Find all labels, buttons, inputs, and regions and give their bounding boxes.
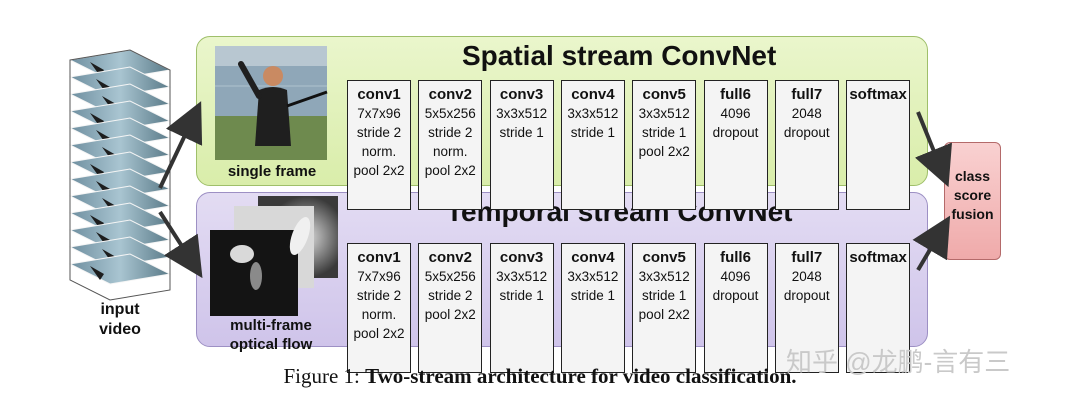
layer-name: full6 — [720, 86, 751, 103]
figure-label: Figure 1: — [283, 364, 366, 388]
layer-name: softmax — [849, 249, 907, 266]
layer-box-conv5: conv5 3x3x512 stride 1 pool 2x2 — [632, 243, 697, 373]
layer-box-conv2: conv2 5x5x256 stride 2 pool 2x2 — [418, 243, 483, 373]
layer-param: 3x3x512 — [496, 106, 548, 121]
layer-param: dropout — [783, 125, 830, 140]
layer-box-full7: full7 2048 dropout — [774, 243, 839, 373]
layer-param: 4096 — [720, 269, 751, 284]
layer-param: norm. — [361, 144, 397, 159]
layer-box-softmax: softmax — [846, 80, 911, 210]
class-score-fusion-box: class score fusion — [944, 142, 1001, 260]
layer-param: stride 1 — [642, 125, 687, 140]
layer-box-conv5: conv5 3x3x512 stride 1 pool 2x2 — [632, 80, 697, 210]
layer-param: 3x3x512 — [496, 269, 548, 284]
input-video-stack-icon — [68, 49, 172, 301]
layer-param: 3x3x512 — [638, 269, 690, 284]
layer-param: 7x7x96 — [357, 106, 401, 121]
layer-box-conv3: conv3 3x3x512 stride 1 — [489, 80, 554, 210]
figure-title: Two-stream architecture for video classi… — [365, 364, 797, 388]
layer-param: pool 2x2 — [638, 307, 690, 322]
layer-param: dropout — [712, 288, 759, 303]
layer-box-softmax: softmax — [846, 243, 911, 373]
layer-param: stride 2 — [428, 125, 473, 140]
layer-name: conv4 — [571, 86, 615, 103]
layer-name: conv3 — [499, 86, 544, 103]
layer-name: conv3 — [499, 249, 544, 266]
layer-param: stride 2 — [356, 125, 402, 140]
layer-name: conv5 — [642, 249, 686, 266]
layer-param: 3x3x512 — [638, 106, 690, 121]
layer-param: pool 2x2 — [353, 326, 405, 341]
layer-param: stride 1 — [570, 288, 616, 303]
layer-param: pool 2x2 — [353, 163, 405, 178]
layer-param: 2048 — [791, 106, 822, 121]
video-label-line: video — [99, 321, 141, 338]
layer-param: stride 1 — [642, 288, 687, 303]
layer-param: 3x3x512 — [567, 106, 619, 121]
spatial-stream-title: Spatial stream ConvNet — [462, 40, 777, 71]
layer-param: 5x5x256 — [424, 269, 476, 284]
layer-box-conv1: conv1 7x7x96 stride 2 norm. pool 2x2 — [347, 80, 411, 210]
layer-box-conv4: conv4 3x3x512 stride 1 — [560, 80, 625, 210]
layer-name: conv5 — [642, 86, 686, 103]
layer-name: conv2 — [428, 249, 472, 266]
layer-name: full6 — [720, 249, 751, 266]
layer-param: stride 1 — [499, 125, 544, 140]
layer-box-full7: full7 2048 dropout — [774, 80, 839, 210]
layer-param: 3x3x512 — [567, 269, 619, 284]
input-video-label: input video — [84, 300, 156, 340]
layer-box-conv2: conv2 5x5x256 stride 2 norm. pool 2x2 — [418, 80, 483, 210]
video-frame-figure-icon — [90, 266, 104, 280]
layer-param: norm. — [361, 307, 397, 322]
layer-param: dropout — [712, 125, 759, 140]
layer-param: stride 1 — [570, 125, 616, 140]
video-label-line: input — [100, 301, 140, 318]
layer-name: conv1 — [357, 86, 401, 103]
layer-name: conv1 — [357, 249, 401, 266]
layer-param: dropout — [783, 288, 830, 303]
layer-box-full6: full6 4096 dropout — [703, 80, 768, 210]
layer-param: 5x5x256 — [424, 106, 476, 121]
layer-box-full6: full6 4096 dropout — [703, 243, 768, 373]
layer-param: stride 2 — [428, 288, 473, 303]
layer-param: pool 2x2 — [638, 144, 690, 159]
layer-name: full7 — [791, 249, 823, 266]
layer-param: 7x7x96 — [357, 269, 401, 284]
layer-box-conv3: conv3 3x3x512 stride 1 — [489, 243, 554, 373]
layer-box-conv4: conv4 3x3x512 stride 1 — [560, 243, 625, 373]
layer-name: conv4 — [571, 249, 615, 266]
caption-line: optical flow — [229, 336, 313, 353]
single-frame-caption: single frame — [227, 163, 317, 180]
layer-param: pool 2x2 — [424, 307, 476, 322]
layer-param: 2048 — [791, 269, 822, 284]
fusion-line: fusion — [951, 206, 994, 222]
layer-name: full7 — [791, 86, 823, 103]
layer-param: 4096 — [720, 106, 751, 121]
layer-param: stride 1 — [499, 288, 544, 303]
layer-box-conv1: conv1 7x7x96 stride 2 norm. pool 2x2 — [347, 243, 411, 373]
watermark: 知乎 @龙鹏-言有三 — [786, 347, 1011, 377]
single-frame-thumbnail-icon — [215, 46, 328, 160]
layer-name: conv2 — [428, 86, 472, 103]
layer-name: softmax — [849, 86, 907, 103]
fusion-line: score — [953, 187, 992, 203]
layer-param: stride 2 — [356, 288, 402, 303]
optical-flow-caption: multi-frame optical flow — [208, 316, 334, 354]
layer-param: pool 2x2 — [424, 163, 476, 178]
optical-flow-thumbnail-icon — [210, 196, 338, 316]
figure-caption: Figure 1: Two-stream architecture for vi… — [0, 364, 1080, 389]
layer-param: norm. — [433, 144, 468, 159]
caption-line: multi-frame — [230, 317, 312, 334]
fusion-line: class — [954, 168, 991, 184]
